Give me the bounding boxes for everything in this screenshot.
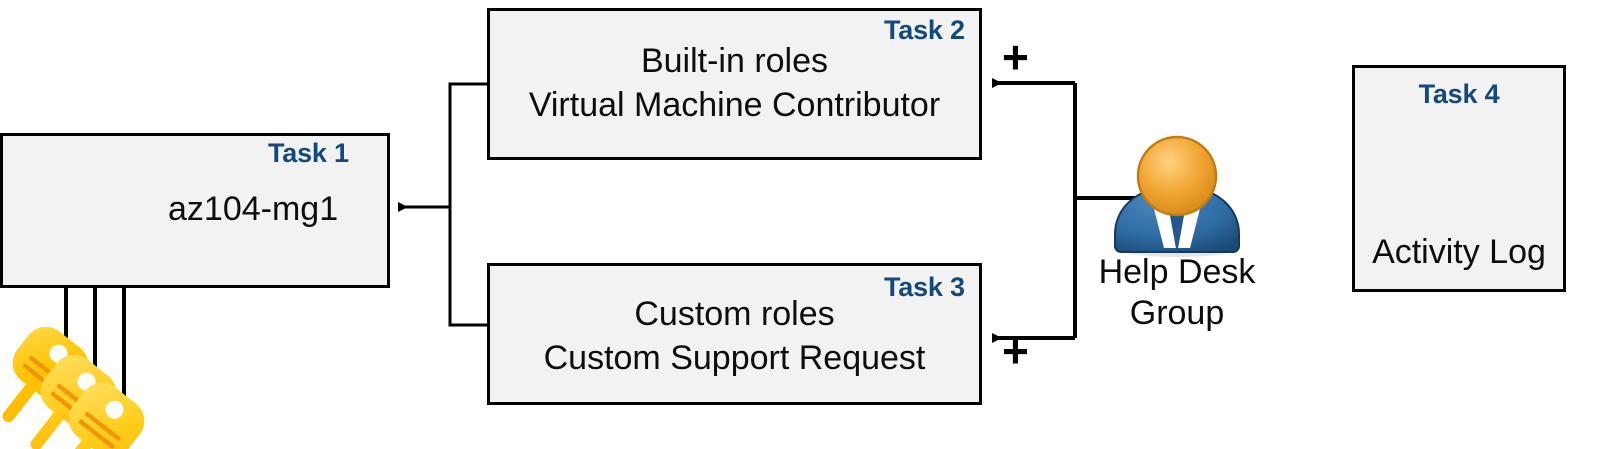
task-3-label: Task 3	[884, 272, 965, 302]
task-2-label: Task 2	[884, 15, 965, 45]
task-box-2[interactable]	[487, 8, 982, 160]
task-3-line-2: Custom Support Request	[543, 339, 926, 377]
helpdesk-caption-line-2: Group	[1129, 294, 1225, 332]
helpdesk-caption-line-1: Help Desk	[1098, 253, 1256, 291]
task-3-line-1: Custom roles	[634, 295, 835, 333]
task-box-1[interactable]	[0, 133, 390, 288]
task-2-line-1: Built-in roles	[640, 42, 829, 80]
task-4-label: Task 4	[1418, 79, 1500, 109]
task-1-text: az104-mg1	[168, 190, 339, 228]
task-4-text: Activity Log	[1372, 233, 1546, 271]
bracket-connector-to-task1	[398, 82, 487, 327]
plus-operator-task2: +	[1002, 31, 1029, 83]
task-box-4[interactable]	[1352, 65, 1566, 292]
plus-operator-task3: +	[1002, 325, 1029, 377]
task-2-line-2: Virtual Machine Contributor	[528, 86, 941, 124]
key-icon	[2, 326, 145, 449]
user-person-icon	[1114, 135, 1240, 257]
task-box-3[interactable]	[487, 263, 982, 405]
task-1-label: Task 1	[268, 138, 349, 168]
